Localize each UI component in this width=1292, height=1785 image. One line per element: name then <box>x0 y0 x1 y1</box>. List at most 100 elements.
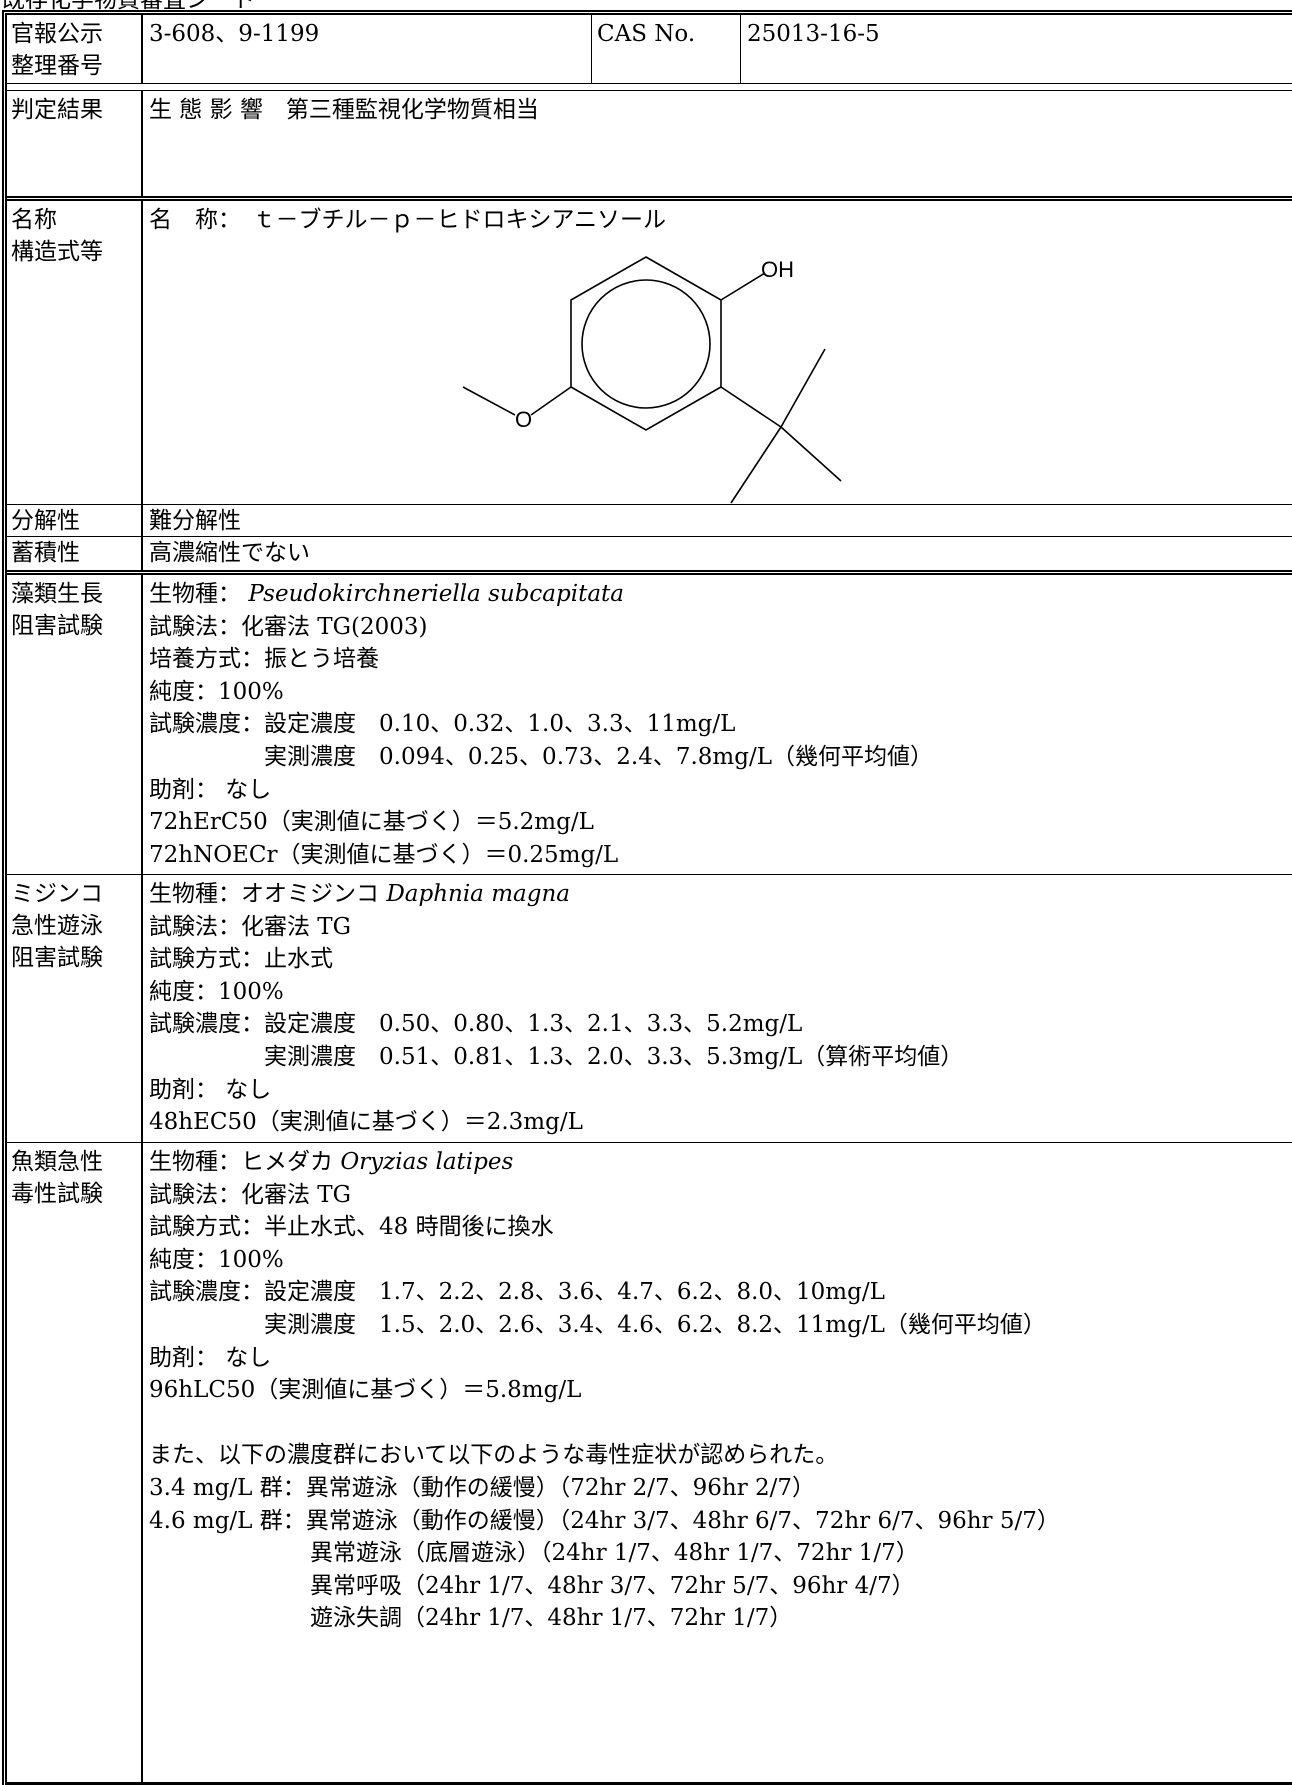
text-line: 実測濃度 0.51、0.81、1.3、2.0、3.3、5.3mg/L（算術平均値… <box>149 1043 964 1070</box>
species-prefix: 生物種：ヒメダカ <box>149 1149 333 1175</box>
species-prefix: 生物種： <box>149 581 241 607</box>
daphnia-label-line-1: ミジンコ <box>11 881 103 907</box>
name-label: 名称 構造式等 <box>7 201 143 504</box>
species-name: Oryzias latipes <box>340 1149 514 1175</box>
accumulation-row: 蓄積性 高濃縮性でない <box>7 537 1292 575</box>
text-line: 試験濃度：設定濃度 0.10、0.32、1.0、3.3、11mg/L <box>149 711 736 738</box>
name-row: 名称 構造式等 名 称： ｔ－ブチル－ｐ－ヒドロキシアニソール <box>7 201 1292 505</box>
text-line: 純度：100% <box>149 678 284 705</box>
assessment-sheet: 官報公示 整理番号 3-608、9-1199 CAS No. 25013-16-… <box>2 10 1292 1785</box>
text-line: 実測濃度 1.5、2.0、2.6、3.4、4.6、6.2、8.2、11mg/L（… <box>149 1311 1046 1338</box>
id-label-line-2: 整理番号 <box>11 53 103 79</box>
text-line: 72hErC50（実測値に基づく）＝5.2mg/L <box>149 809 594 836</box>
methyl-ether-bond <box>462 386 516 416</box>
fish-label-line-1: 魚類急性 <box>11 1149 103 1175</box>
tbutyl-bond <box>720 386 782 428</box>
accumulation-label: 蓄積性 <box>7 537 143 570</box>
cas-label: CAS No. <box>597 21 696 47</box>
algae-label-line-2: 阻害試験 <box>11 613 103 639</box>
daphnia-label-line-2: 急性遊泳 <box>11 913 103 939</box>
degradation-value: 難分解性 <box>143 505 1292 536</box>
text-line: 助剤： なし <box>149 1076 272 1103</box>
name-label-line-2: 構造式等 <box>11 239 103 265</box>
algae-label: 藻類生長 阻害試験 <box>7 575 143 874</box>
separator <box>7 84 1292 91</box>
ether-bond <box>530 386 572 416</box>
oh-bond <box>720 272 766 301</box>
aromatic-circle <box>581 279 711 409</box>
col-divider <box>740 15 741 83</box>
text-line: 試験方式：止水式 <box>149 946 333 973</box>
text-line: 試験法：化審法 TG <box>149 913 352 940</box>
fish-lines: 試験法：化審法 TG 試験方式：半止水式、48 時間後に換水純度：100% 試験濃度… <box>149 1179 1292 1635</box>
text-line: 異常呼吸（24hr 1/7、48hr 3/7、72hr 5/7、96hr 4/7… <box>149 1572 915 1599</box>
id-row: 官報公示 整理番号 3-608、9-1199 CAS No. 25013-16-… <box>7 15 1292 84</box>
text-line: 異常遊泳（底層遊泳）（24hr 1/7、48hr 1/7、72hr 1/7） <box>149 1540 919 1567</box>
name-label-line-1: 名称 <box>11 207 57 233</box>
text-line: 72hNOECr（実測値に基づく）＝0.25mg/L <box>149 841 619 868</box>
daphnia-label: ミジンコ 急性遊泳 阻害試験 <box>7 875 143 1142</box>
fish-species: 生物種：ヒメダカ Oryzias latipes <box>149 1146 1292 1179</box>
daphnia-row: ミジンコ 急性遊泳 阻害試験 生物種：オオミジンコ Daphnia magna … <box>7 875 1292 1143</box>
algae-species: 生物種： Pseudokirchneriella subcapitata <box>149 578 1292 611</box>
daphnia-species: 生物種：オオミジンコ Daphnia magna <box>149 878 1292 911</box>
chemical-name: 名 称： ｔ－ブチル－ｐ－ヒドロキシアニソール <box>149 207 667 233</box>
methyl-bond-2 <box>780 426 842 482</box>
daphnia-label-line-3: 阻害試験 <box>11 945 103 971</box>
judgement-value: 生 態 影 響 第三種監視化学物質相当 <box>143 91 1292 196</box>
accumulation-text: 高濃縮性でない <box>149 540 310 566</box>
text-line: 試験法：化審法 TG <box>149 1181 352 1208</box>
degradation-label: 分解性 <box>7 505 143 536</box>
algae-lines: 試験法：化審法 TG(2003) 培養方式：振とう培養純度：100% 試験濃度：設定… <box>149 611 1292 872</box>
text-line: 助剤： なし <box>149 1344 272 1371</box>
algae-row: 藻類生長 阻害試験 生物種： Pseudokirchneriella subca… <box>7 575 1292 875</box>
id-label: 官報公示 整理番号 <box>7 15 143 83</box>
official-gazette-number: 3-608、9-1199 <box>149 21 320 47</box>
fish-row: 魚類急性 毒性試験 生物種：ヒメダカ Oryzias latipes 試験法：化… <box>7 1143 1292 1785</box>
text-line: 培養方式：振とう培養 <box>149 646 379 673</box>
o-atom-label: O <box>515 407 532 432</box>
fish-label-line-2: 毒性試験 <box>11 1181 103 1207</box>
id-label-line-1: 官報公示 <box>11 21 103 47</box>
fish-value: 生物種：ヒメダカ Oryzias latipes 試験法：化審法 TG 試験方式：… <box>143 1143 1292 1782</box>
text-line: 試験方式：半止水式、48 時間後に換水 <box>149 1214 554 1241</box>
daphnia-lines: 試験法：化審法 TG 試験方式：止水式純度：100% 試験濃度：設定濃度 0.50、… <box>149 911 1292 1139</box>
page-header-cut: 既存化学物質審査シート <box>2 0 255 13</box>
judgement-label: 判定結果 <box>7 91 143 196</box>
text-line: 48hEC50（実測値に基づく）＝2.3mg/L <box>149 1109 583 1136</box>
text-line: 純度：100% <box>149 978 284 1005</box>
col-divider <box>591 15 592 83</box>
species-prefix: 生物種：オオミジンコ <box>149 881 379 907</box>
text-line: 試験濃度：設定濃度 0.50、0.80、1.3、2.1、3.3、5.2mg/L <box>149 1011 803 1038</box>
id-numbers: 3-608、9-1199 <box>143 15 1292 83</box>
text-line: 96hLC50（実測値に基づく）＝5.8mg/L <box>149 1377 582 1404</box>
judgement-row: 判定結果 生 態 影 響 第三種監視化学物質相当 <box>7 91 1292 201</box>
text-line <box>149 1407 1292 1440</box>
name-value: 名 称： ｔ－ブチル－ｐ－ヒドロキシアニソール <box>143 201 1292 504</box>
text-line: 助剤： なし <box>149 776 272 803</box>
oh-atom-label: OH <box>761 257 794 282</box>
fish-label: 魚類急性 毒性試験 <box>7 1143 143 1782</box>
algae-value: 生物種： Pseudokirchneriella subcapitata 試験法… <box>143 575 1292 874</box>
degradation-text: 難分解性 <box>149 508 241 534</box>
judgement-text: 生 態 影 響 第三種監視化学物質相当 <box>149 97 539 123</box>
text-line: 純度：100% <box>149 1246 284 1273</box>
text-line: 4.6 mg/L 群：異常遊泳（動作の緩慢）（24hr 3/7、48hr 6/7… <box>149 1507 1060 1534</box>
methyl-bond-3 <box>730 426 782 504</box>
text-line: 3.4 mg/L 群：異常遊泳（動作の緩慢）（72hr 2/7、96hr 2/7… <box>149 1474 816 1501</box>
daphnia-value: 生物種：オオミジンコ Daphnia magna 試験法：化審法 TG 試験方式：… <box>143 875 1292 1142</box>
benzene-ring <box>570 256 722 431</box>
text-line: 試験濃度：設定濃度 1.7、2.2、2.8、3.6、4.7、6.2、8.0、10… <box>149 1279 885 1306</box>
text-line: 遊泳失調（24hr 1/7、48hr 1/7、72hr 1/7） <box>149 1605 793 1632</box>
species-name: Daphnia magna <box>386 881 570 907</box>
text-line: また、以下の濃度群において以下のような毒性症状が認められた。 <box>149 1442 839 1469</box>
methyl-bond-1 <box>780 348 826 428</box>
algae-label-line-1: 藻類生長 <box>11 581 103 607</box>
degradation-row: 分解性 難分解性 <box>7 505 1292 537</box>
chemical-structure-diagram: OH O <box>462 256 842 504</box>
text-line: 試験法：化審法 TG(2003) <box>149 613 428 640</box>
text-line: 実測濃度 0.094、0.25、0.73、2.4、7.8mg/L（幾何平均値） <box>149 743 933 770</box>
cas-value: 25013-16-5 <box>747 21 880 47</box>
accumulation-value: 高濃縮性でない <box>143 537 1292 570</box>
species-name: Pseudokirchneriella subcapitata <box>248 581 624 607</box>
